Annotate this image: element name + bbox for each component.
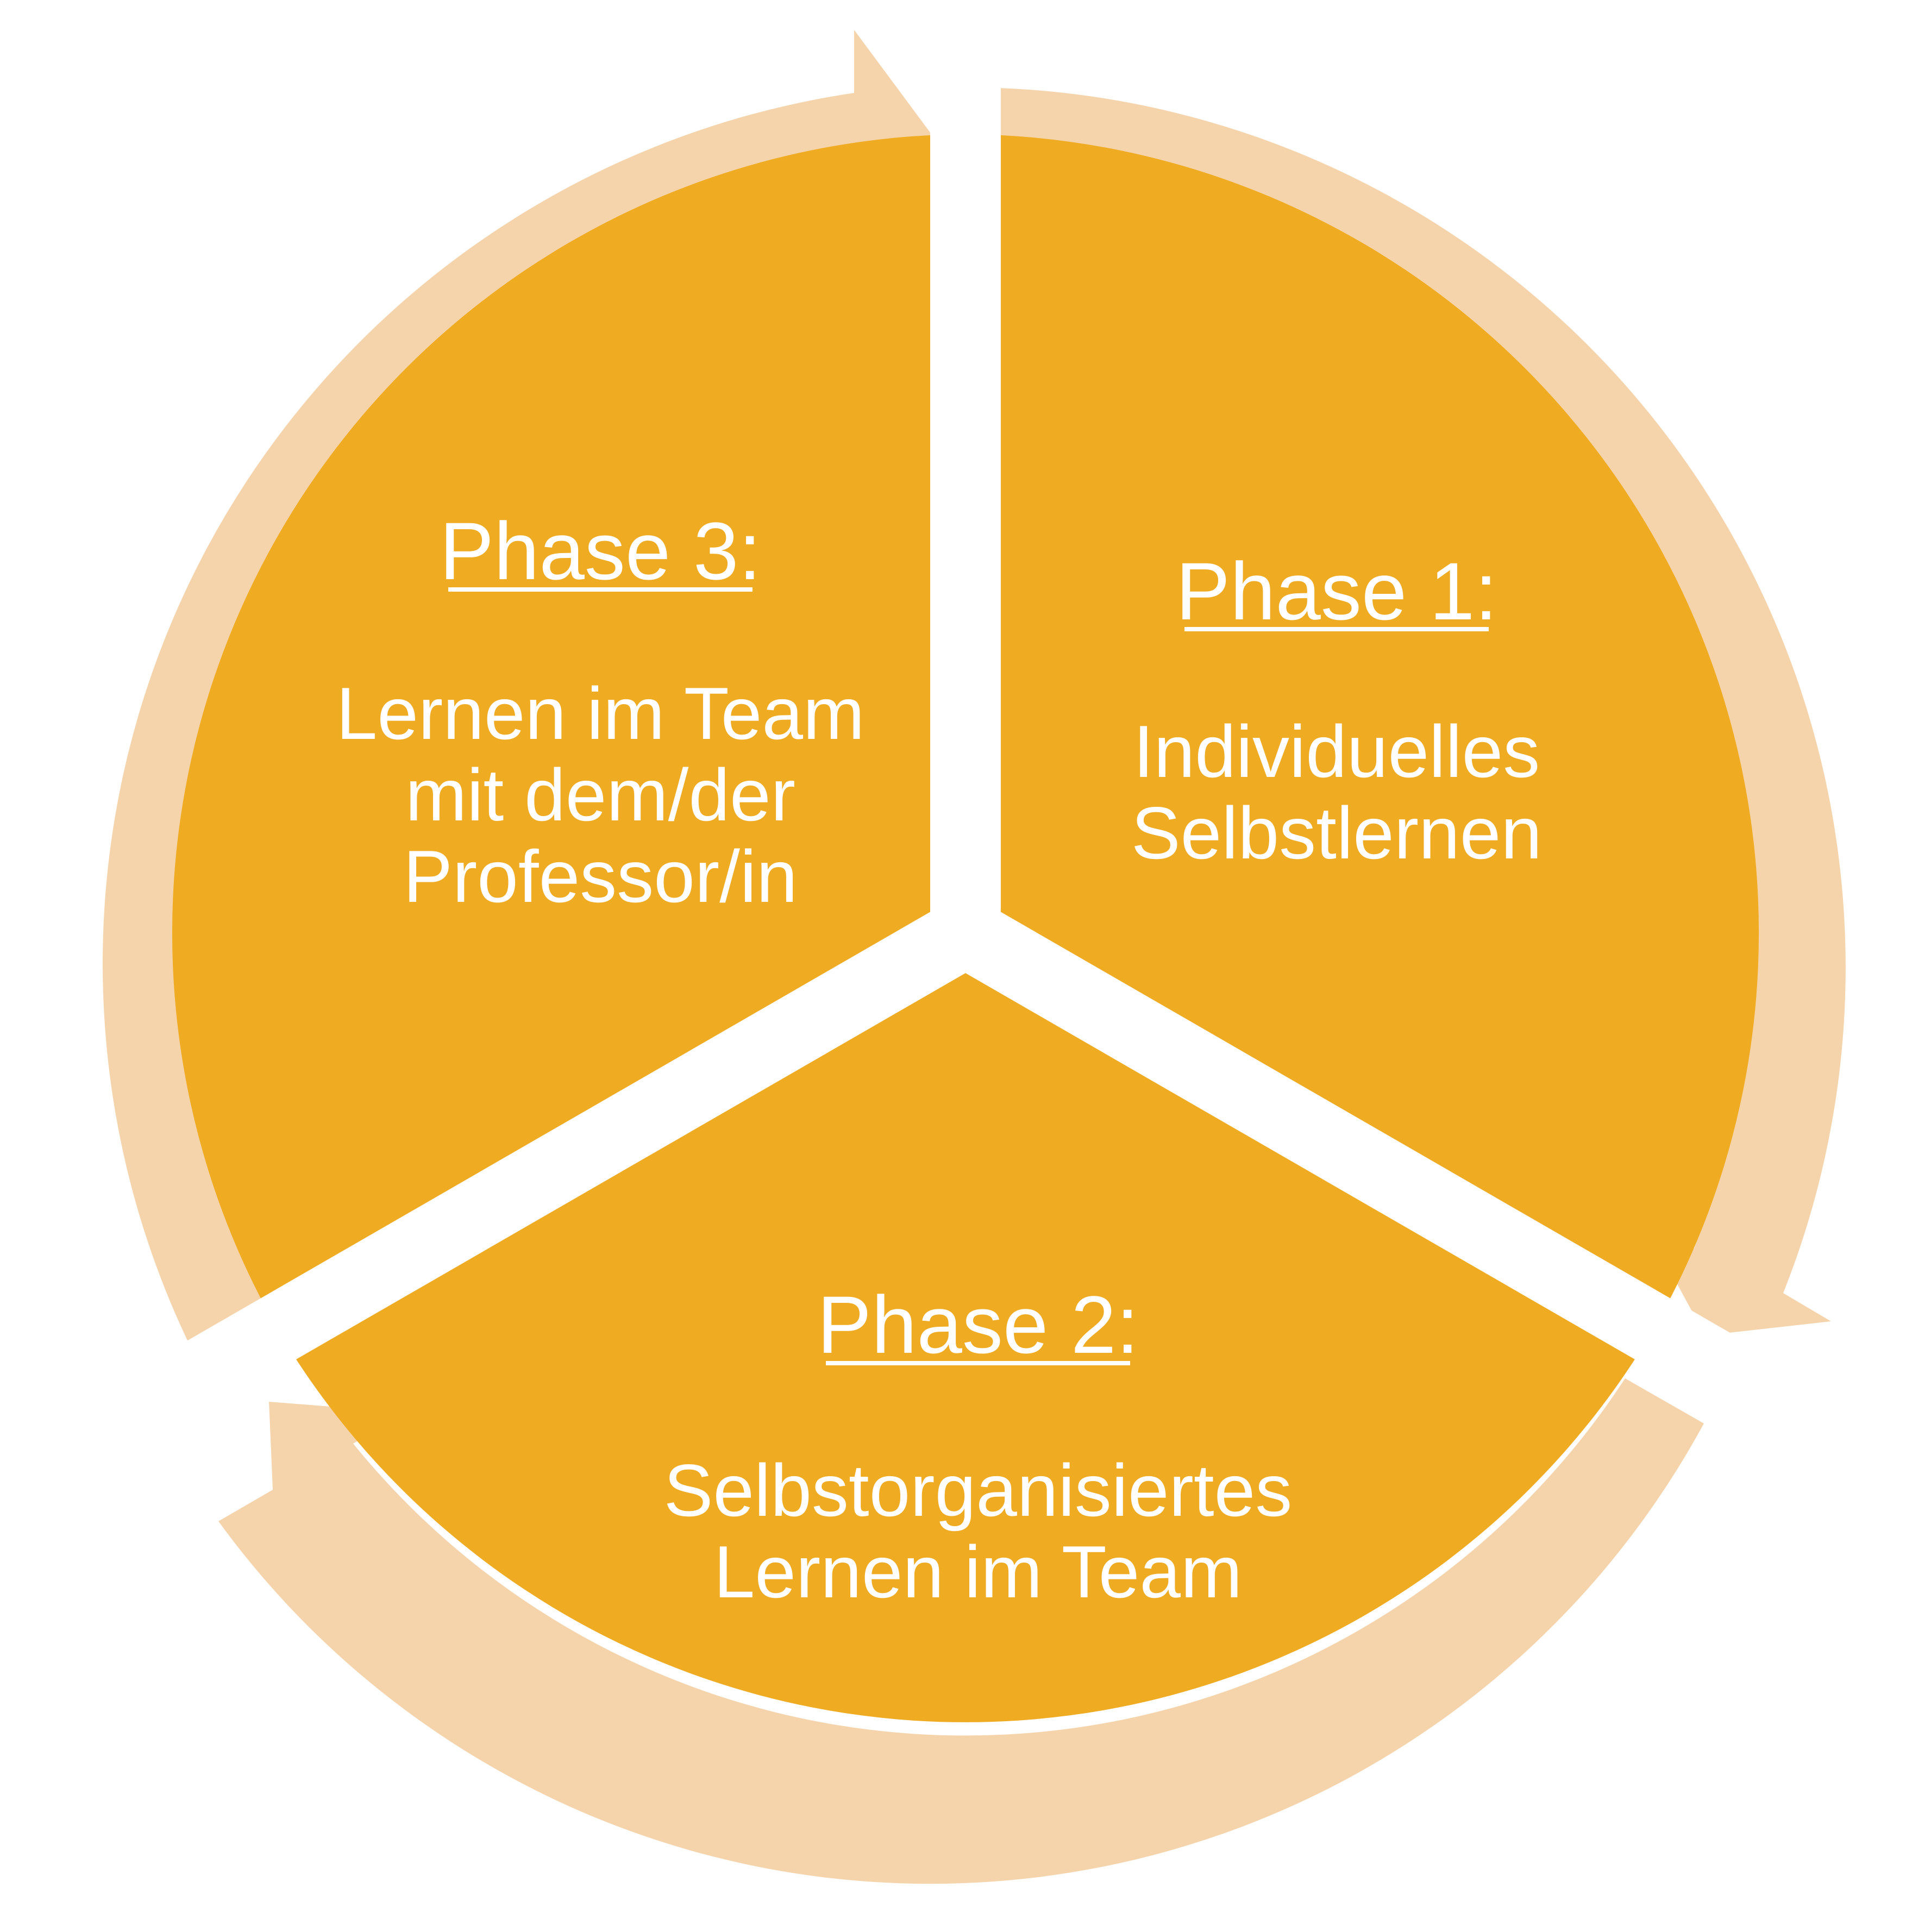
arrow-phase2-to-phase1 <box>218 1378 1704 1884</box>
gap-line-left <box>169 901 983 1413</box>
phase-3-title: Phase 3: <box>440 505 761 597</box>
phase-1-line-2: Selbstlernen <box>1131 792 1542 874</box>
segment-phase-2 <box>278 932 1653 1722</box>
phase-3-line-2: mit dem/der <box>405 754 795 836</box>
phase-1-line-1: Individuelles <box>1133 710 1540 793</box>
phase-2-title: Phase 2: <box>817 1279 1139 1370</box>
phase-3-line-3: Professor/in <box>403 835 798 918</box>
pie-segments <box>169 81 1762 1722</box>
phase-3-label: Phase 3: Lernen im Team mit dem/der Prof… <box>336 505 865 918</box>
phase-1-title: Phase 1: <box>1176 545 1497 637</box>
phase-2-label: Phase 2: Selbstorganisiertes Lernen im T… <box>664 1279 1293 1613</box>
phase-1-label: Phase 1: Individuelles Selbstlernen <box>1131 545 1542 874</box>
phase-3-line-1: Lernen im Team <box>336 672 865 755</box>
gap-line-right <box>948 901 1762 1413</box>
phase-2-line-2: Lernen im Team <box>714 1530 1243 1613</box>
phase-2-line-1: Selbstorganisiertes <box>664 1449 1293 1532</box>
arrow-phase1-to-phase2 <box>1000 88 1846 1335</box>
